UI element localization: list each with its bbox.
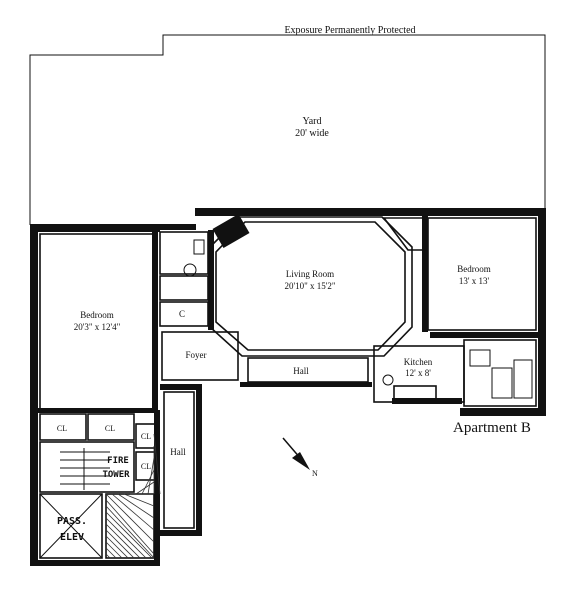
compass-arrow xyxy=(282,437,310,470)
exposure-label: Exposure Permanently Protected xyxy=(284,25,415,36)
elevator-hatching xyxy=(105,433,161,559)
hall-side-room xyxy=(163,391,195,529)
kitchen-dim: 12' x 8' xyxy=(405,368,431,378)
hatch-line xyxy=(105,529,135,559)
hatch-line xyxy=(105,511,153,559)
hatch-line xyxy=(147,457,155,495)
hatch-line xyxy=(153,433,161,495)
closet-label-1: CL xyxy=(57,424,67,433)
kitchen-name: Kitchen xyxy=(404,357,433,367)
exterior-walls xyxy=(30,208,546,566)
service-elevator xyxy=(105,433,161,559)
closet-label-2: CL xyxy=(105,424,115,433)
bedroom-right-dim: 13' x 13' xyxy=(459,276,490,286)
apartment-label: Apartment B xyxy=(453,420,531,436)
closet-label-3: CL xyxy=(141,432,151,441)
fire-tower-stairs xyxy=(39,441,135,493)
hatch-line xyxy=(141,469,155,495)
bedroom-left-room xyxy=(38,232,158,413)
bath-block xyxy=(159,230,214,330)
yard-name: Yard xyxy=(303,116,322,127)
kitchen-room xyxy=(373,332,538,407)
yard-outline xyxy=(29,34,546,225)
hatch-line xyxy=(105,547,117,559)
bedroom-left-dim: 20'3" x 12'4" xyxy=(74,322,121,332)
hatch-line xyxy=(105,505,155,559)
hatch-line xyxy=(105,553,111,559)
living-room xyxy=(209,213,413,357)
compass-north-label: N xyxy=(312,469,318,478)
closets-left xyxy=(39,413,157,481)
hatch-line xyxy=(117,493,155,519)
fire-tower-line2: TOWER xyxy=(102,470,130,480)
hall-side-name: Hall xyxy=(170,447,186,457)
hatch-line xyxy=(123,493,155,507)
hatch-line xyxy=(105,535,129,559)
bedroom-right-name: Bedroom xyxy=(457,264,491,274)
foyer-room xyxy=(161,331,239,381)
hatch-line xyxy=(105,493,155,543)
pass-elev-line2: ELEV xyxy=(60,532,84,543)
foyer-name: Foyer xyxy=(186,350,207,360)
passenger-elevator xyxy=(39,493,103,559)
closet-label-4: CL xyxy=(141,462,151,471)
hatch-line xyxy=(111,493,155,531)
bedroom-left-name: Bedroom xyxy=(80,310,114,320)
closet-small-label: C xyxy=(179,309,185,319)
living-room-dim: 20'10" x 15'2" xyxy=(284,281,335,291)
fire-tower-line1: FIRE xyxy=(107,456,129,466)
yard-dim: 20' wide xyxy=(295,128,329,139)
hall-main-name: Hall xyxy=(293,366,309,376)
hatch-line xyxy=(105,517,147,559)
living-room-name: Living Room xyxy=(286,269,334,279)
hall-main-room xyxy=(240,357,372,387)
hatch-line xyxy=(105,523,141,559)
bedroom-right-room xyxy=(382,216,537,332)
hatch-line xyxy=(105,541,123,559)
pass-elev-line1: PASS. xyxy=(57,516,87,527)
hatch-line xyxy=(105,499,155,555)
